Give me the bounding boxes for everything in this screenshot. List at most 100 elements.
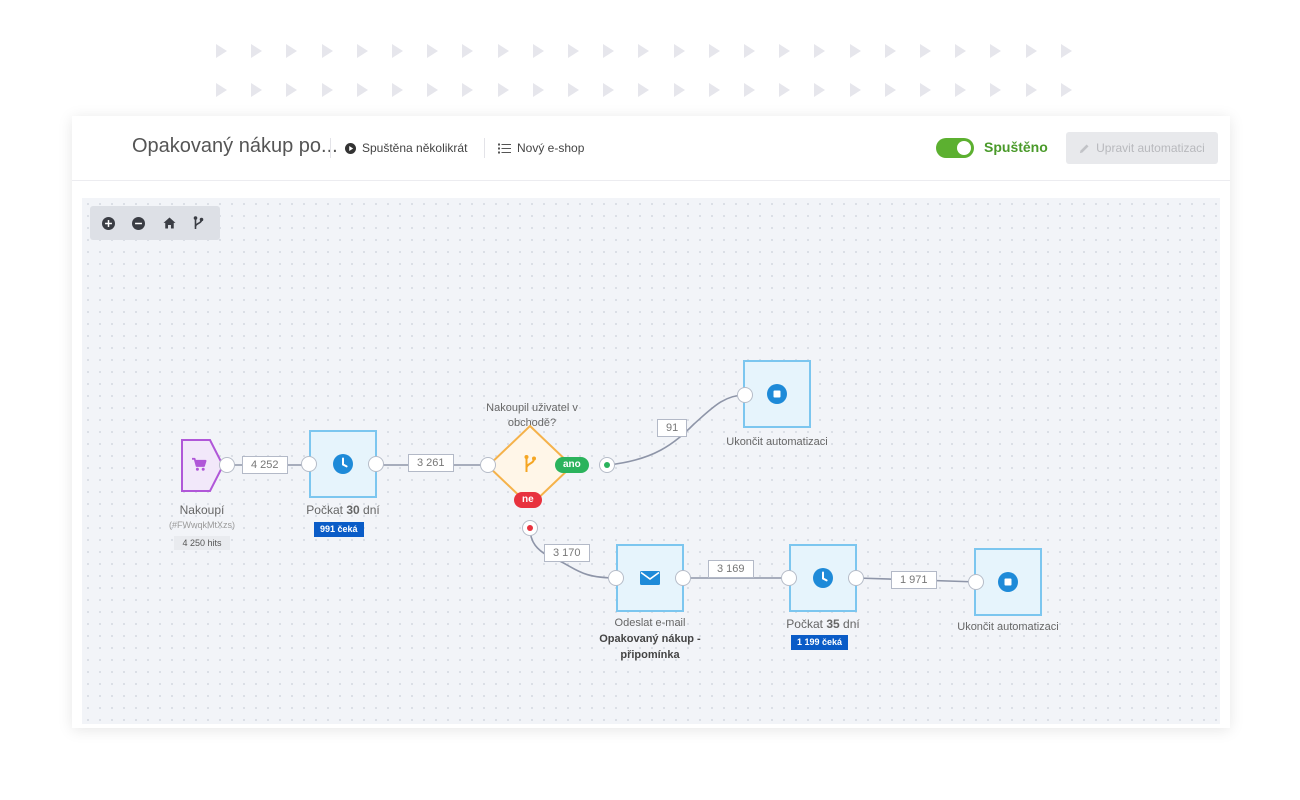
list-icon bbox=[498, 143, 511, 153]
wait2-waiting-badge: 1 199 čeká bbox=[791, 635, 849, 650]
clock-icon bbox=[333, 454, 353, 474]
decorative-triangle bbox=[216, 83, 227, 97]
stop-icon bbox=[998, 572, 1018, 592]
end-node-1[interactable] bbox=[743, 360, 811, 428]
play-circle-icon bbox=[345, 142, 356, 154]
trigger-id: (#FWwqkMtXzs) bbox=[169, 520, 235, 530]
decorative-triangle bbox=[849, 83, 861, 97]
wait2-output-port[interactable] bbox=[848, 570, 864, 586]
end2-input-port[interactable] bbox=[968, 574, 984, 590]
email-subject-line1: Opakovaný nákup - bbox=[599, 633, 701, 645]
count-no-email: 3 170 bbox=[544, 544, 590, 562]
wait-node-1[interactable] bbox=[309, 430, 377, 498]
decorative-triangle bbox=[814, 83, 826, 97]
end-node-2[interactable] bbox=[974, 548, 1042, 616]
cart-icon bbox=[192, 457, 207, 471]
decorative-triangle bbox=[286, 44, 298, 58]
decorative-triangle bbox=[673, 44, 685, 58]
decorative-triangle bbox=[427, 44, 439, 58]
wait1-label: Počkat 30 dní bbox=[283, 503, 403, 517]
decorative-triangle bbox=[321, 44, 333, 58]
decorative-triangle bbox=[638, 83, 650, 97]
wait2-days: 35 bbox=[826, 617, 840, 631]
count-email-wait2: 3 169 bbox=[708, 560, 754, 578]
email-input-port[interactable] bbox=[608, 570, 624, 586]
wait2-label-suffix: dní bbox=[839, 617, 860, 631]
home-icon bbox=[163, 217, 175, 229]
email-node[interactable] bbox=[616, 544, 684, 612]
wait1-input-port[interactable] bbox=[301, 456, 317, 472]
decorative-triangle bbox=[779, 44, 791, 58]
no-port-dot bbox=[527, 525, 533, 531]
header-divider bbox=[330, 138, 331, 158]
decorative-triangle bbox=[779, 83, 791, 97]
branch-icon bbox=[193, 216, 203, 229]
decorative-triangle bbox=[603, 44, 615, 58]
condition-node[interactable] bbox=[485, 423, 575, 509]
wait1-output-port[interactable] bbox=[368, 456, 384, 472]
clock-icon bbox=[813, 568, 833, 588]
decorative-triangle bbox=[814, 44, 826, 58]
flow-canvas[interactable]: Nakoupí (#FWwqkMtXzs) 4 250 hits 4 252 P… bbox=[82, 198, 1220, 724]
decorative-triangle bbox=[392, 44, 403, 58]
decorative-triangle bbox=[497, 44, 509, 58]
decorative-triangle bbox=[1060, 44, 1072, 58]
contact-list-label: Nový e-shop bbox=[517, 141, 585, 155]
home-button[interactable] bbox=[161, 215, 177, 231]
decorative-triangle bbox=[1025, 44, 1037, 58]
zoom-in-button[interactable] bbox=[100, 215, 116, 231]
email-label: Odeslat e-mail bbox=[614, 617, 686, 629]
decorative-triangle bbox=[497, 83, 509, 97]
decorative-triangle bbox=[1060, 83, 1072, 97]
decorative-triangle bbox=[356, 83, 368, 97]
count-wait1-condition: 3 261 bbox=[408, 454, 454, 472]
trigger-hits: 4 250 hits bbox=[174, 536, 230, 550]
zoom-out-button[interactable] bbox=[130, 215, 146, 231]
end2-label: Ukončit automatizaci bbox=[957, 621, 1059, 633]
branch-icon bbox=[524, 455, 536, 472]
decorative-triangle bbox=[392, 83, 403, 97]
automation-panel: Opakovaný nákup po... Spuštěna několikrá… bbox=[72, 116, 1230, 728]
decorative-triangle bbox=[990, 44, 1002, 58]
decorative-triangle bbox=[638, 44, 650, 58]
decorative-triangle bbox=[568, 44, 579, 58]
wait-node-2[interactable] bbox=[789, 544, 857, 612]
wait2-input-port[interactable] bbox=[781, 570, 797, 586]
decorative-triangle bbox=[744, 83, 755, 97]
decorative-triangle bbox=[1025, 83, 1037, 97]
edit-automation-button[interactable]: Upravit automatizaci bbox=[1066, 132, 1218, 164]
trigger-label: Nakoupí bbox=[179, 503, 225, 517]
decorative-triangle bbox=[990, 83, 1002, 97]
decorative-triangle bbox=[884, 44, 896, 58]
yes-branch-pill: ano bbox=[555, 457, 589, 473]
pencil-icon bbox=[1080, 143, 1089, 153]
trigger-output-port[interactable] bbox=[219, 457, 235, 473]
contact-list-info[interactable]: Nový e-shop bbox=[498, 141, 584, 155]
connector-yes-end1 bbox=[607, 394, 746, 466]
trigger-node[interactable] bbox=[180, 438, 226, 493]
decorative-triangle bbox=[286, 83, 298, 97]
email-output-port[interactable] bbox=[675, 570, 691, 586]
decorative-triangle bbox=[321, 83, 333, 97]
count-wait2-end2: 1 971 bbox=[891, 571, 937, 589]
run-mode-info: Spuštěna několikrát bbox=[345, 141, 467, 155]
end1-label: Ukončit automatizaci bbox=[726, 436, 828, 448]
decorative-triangle bbox=[462, 44, 474, 58]
condition-question-line2: obchodě? bbox=[507, 417, 557, 429]
canvas-toolbar bbox=[90, 206, 220, 240]
count-trigger-wait1: 4 252 bbox=[242, 456, 288, 474]
yes-port-dot bbox=[604, 462, 610, 468]
count-yes-end1: 91 bbox=[657, 419, 688, 437]
status-toggle[interactable] bbox=[936, 138, 974, 158]
wait1-days: 30 bbox=[346, 503, 360, 517]
decorative-triangle bbox=[603, 83, 615, 97]
layout-button[interactable] bbox=[190, 215, 206, 231]
decorative-triangle bbox=[955, 44, 967, 58]
end1-input-port[interactable] bbox=[737, 387, 753, 403]
decorative-triangle bbox=[744, 44, 755, 58]
decorative-triangle bbox=[568, 83, 579, 97]
decorative-triangle bbox=[532, 83, 544, 97]
no-branch-pill: ne bbox=[514, 492, 542, 508]
condition-input-port[interactable] bbox=[480, 457, 496, 473]
edit-automation-label: Upravit automatizaci bbox=[1096, 141, 1205, 155]
